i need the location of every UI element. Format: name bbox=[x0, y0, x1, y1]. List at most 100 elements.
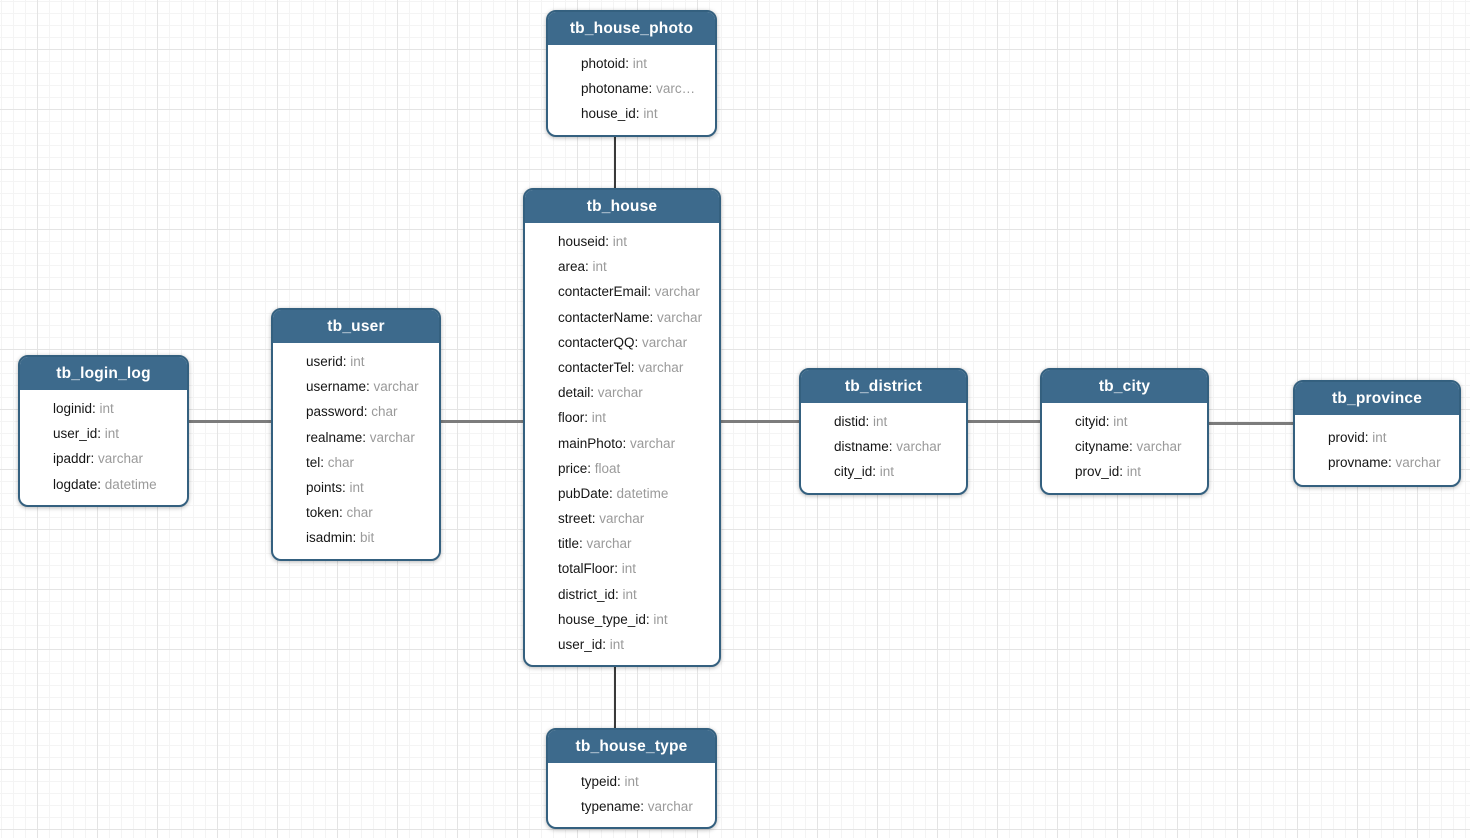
field-name: title: bbox=[558, 536, 587, 552]
field-type: int bbox=[643, 106, 658, 122]
field-name: loginid: bbox=[53, 401, 100, 416]
field-row: provname: varchar bbox=[1328, 450, 1451, 475]
connector-house-district bbox=[720, 420, 800, 423]
field-name: provname: bbox=[1328, 455, 1396, 471]
field-name: prov_id: bbox=[1075, 464, 1127, 480]
field-type: int bbox=[632, 56, 648, 71]
field-row: street: varchar bbox=[558, 506, 711, 531]
field-type: int bbox=[1126, 464, 1142, 480]
field-row: area: int bbox=[558, 254, 711, 279]
field-name: detail: bbox=[558, 385, 598, 401]
field-row: contacterName: varchar bbox=[558, 305, 711, 330]
field-type: varchar bbox=[654, 284, 700, 300]
field-row: prov_id: int bbox=[1075, 459, 1199, 484]
field-type: varchar bbox=[98, 451, 144, 467]
table-header[interactable]: tb_user bbox=[273, 310, 439, 343]
field-name: houseid: bbox=[558, 234, 613, 249]
field-name: typeid: bbox=[581, 774, 625, 789]
table-header[interactable]: tb_city bbox=[1042, 370, 1207, 403]
field-type: varchar bbox=[373, 379, 419, 395]
field-name: provid: bbox=[1328, 430, 1373, 445]
field-row: cityname: varchar bbox=[1075, 434, 1199, 459]
field-type: varchar bbox=[642, 334, 688, 350]
field-name: cityname: bbox=[1075, 439, 1137, 455]
field-row: house_type_id: int bbox=[558, 607, 711, 632]
field-name: photoname: bbox=[581, 81, 657, 97]
field-row: username: varchar bbox=[306, 374, 431, 399]
field-type: varchar bbox=[630, 435, 676, 451]
field-name: distid: bbox=[834, 414, 874, 429]
field-row: password: char bbox=[306, 399, 431, 424]
table-header[interactable]: tb_house_type bbox=[548, 730, 715, 763]
field-row: contacterTel: varchar bbox=[558, 355, 711, 380]
field-name: price: bbox=[558, 460, 595, 476]
field-row: title: varchar bbox=[558, 531, 711, 556]
field-row: pubDate: datetime bbox=[558, 481, 711, 506]
field-name: userid: bbox=[306, 354, 351, 369]
field-type: char bbox=[327, 454, 355, 470]
field-row: logdate: datetime bbox=[53, 472, 179, 497]
field-type: char bbox=[346, 505, 373, 521]
table-header[interactable]: tb_house_photo bbox=[548, 12, 715, 45]
field-name: area: bbox=[558, 259, 593, 275]
table-header[interactable]: tb_login_log bbox=[20, 357, 187, 390]
field-type: varchar bbox=[597, 385, 643, 401]
table-header[interactable]: tb_province bbox=[1295, 382, 1459, 415]
field-name: contacterTel: bbox=[558, 359, 639, 375]
field-type: int bbox=[349, 479, 364, 495]
field-row: typename: varchar bbox=[581, 794, 707, 819]
field-name: house_type_id: bbox=[558, 611, 654, 627]
field-name: photoid: bbox=[581, 56, 633, 71]
field-type: varchar bbox=[1136, 439, 1182, 455]
connector-house-housetype bbox=[614, 663, 616, 729]
field-name: totalFloor: bbox=[558, 561, 622, 577]
field-type: varchar bbox=[647, 799, 693, 815]
field-type: varchar bbox=[586, 536, 632, 552]
field-type: int bbox=[612, 234, 628, 249]
field-row: tel: char bbox=[306, 450, 431, 475]
field-row: ipaddr: varchar bbox=[53, 446, 179, 471]
table-header[interactable]: tb_house bbox=[525, 190, 719, 223]
field-name: token: bbox=[306, 505, 347, 521]
field-name: ipaddr: bbox=[53, 451, 99, 467]
field-type: int bbox=[591, 410, 607, 426]
field-row: realname: varchar bbox=[306, 425, 431, 450]
field-type: varchar bbox=[896, 439, 942, 455]
field-type: int bbox=[624, 774, 639, 789]
field-row: user_id: int bbox=[558, 632, 711, 657]
connector-user-house bbox=[440, 420, 524, 423]
table-header[interactable]: tb_district bbox=[801, 370, 966, 403]
field-type: int bbox=[873, 414, 888, 429]
field-name: mainPhoto: bbox=[558, 435, 631, 451]
connector-city-province bbox=[1208, 422, 1294, 425]
field-type: varchar bbox=[638, 359, 684, 375]
field-name: user_id: bbox=[53, 426, 105, 442]
field-name: user_id: bbox=[558, 637, 610, 652]
field-type: datetime bbox=[104, 476, 157, 492]
field-row: isadmin: bit bbox=[306, 525, 431, 550]
connector-loginlog-user bbox=[188, 420, 272, 423]
field-name: logdate: bbox=[53, 476, 105, 492]
field-row: typeid: int bbox=[581, 769, 707, 794]
field-type: int bbox=[104, 426, 120, 442]
field-type: varchar bbox=[657, 309, 703, 325]
field-name: city_id: bbox=[834, 464, 880, 480]
connector-housephoto-house bbox=[614, 132, 616, 189]
field-name: cityid: bbox=[1075, 414, 1114, 429]
field-row: floor: int bbox=[558, 405, 711, 430]
field-row: contacterEmail: varchar bbox=[558, 279, 711, 304]
field-type: bit bbox=[360, 530, 375, 546]
